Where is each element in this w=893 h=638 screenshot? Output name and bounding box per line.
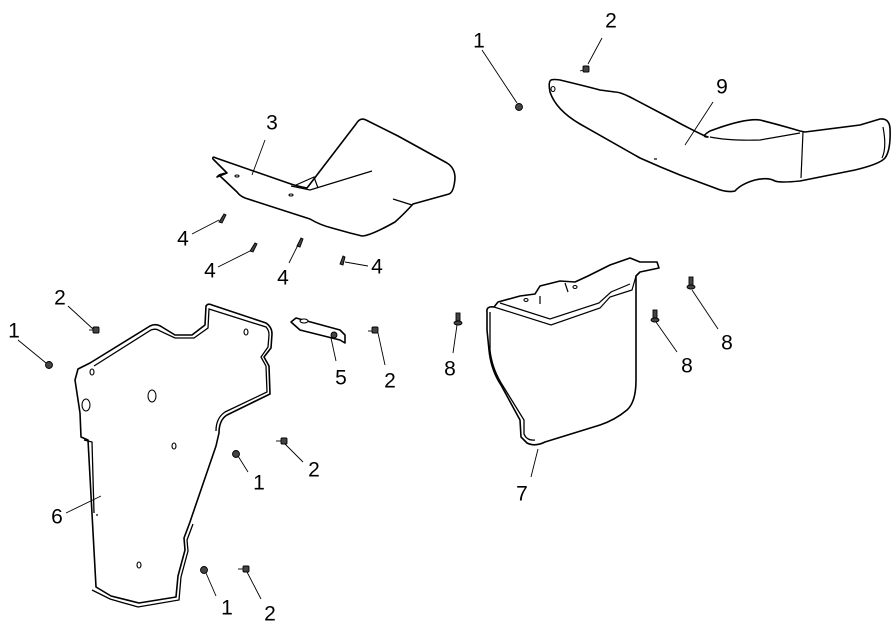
screw-icon xyxy=(453,312,463,326)
bolt-icon xyxy=(579,65,590,73)
callout-label: 1 xyxy=(253,471,265,495)
callout-label: 2 xyxy=(605,9,617,33)
fasteners xyxy=(45,65,696,574)
callout-label: 2 xyxy=(308,458,320,482)
part-9-rear-fender-cover xyxy=(548,78,891,193)
callout-label: 4 xyxy=(177,227,189,251)
callout-label: 8 xyxy=(444,357,456,381)
callout-label: 4 xyxy=(277,266,289,290)
bolt-icon xyxy=(238,565,250,573)
part-7-mud-flap-guard xyxy=(486,257,660,446)
callout-label: 4 xyxy=(204,259,216,283)
nut-icon xyxy=(200,566,208,574)
part-3-upper-cover-panel xyxy=(212,118,456,237)
nut-icon xyxy=(515,103,523,111)
bolt-icon xyxy=(276,437,288,445)
screw-icon xyxy=(686,276,696,290)
part-5-mounting-bracket xyxy=(290,317,346,344)
rivet-icon xyxy=(218,213,227,224)
rivet-icon xyxy=(249,242,258,253)
callout-label: 4 xyxy=(371,255,383,279)
rivet-icon xyxy=(339,255,346,266)
screw-icon xyxy=(650,309,660,323)
nut-icon xyxy=(232,450,240,458)
callout-label: 2 xyxy=(264,602,276,626)
callout-label: 1 xyxy=(221,596,233,620)
nut-icon xyxy=(45,361,53,369)
callout-label: 9 xyxy=(716,75,728,99)
bolt-icon xyxy=(89,326,100,334)
part-6-side-panel xyxy=(74,303,273,608)
rivet-icon xyxy=(296,237,304,248)
callout-label: 8 xyxy=(681,354,693,378)
callout-label: 8 xyxy=(721,331,733,355)
callout-label: 3 xyxy=(266,111,278,135)
callout-label: 2 xyxy=(384,369,396,393)
callout-label: 1 xyxy=(8,319,20,343)
callout-label: 6 xyxy=(51,505,63,529)
callout-label: 5 xyxy=(335,366,347,390)
callout-label: 2 xyxy=(54,286,66,310)
leader-lines xyxy=(17,37,719,600)
callout-label: 7 xyxy=(516,482,528,506)
bolt-icon xyxy=(368,326,379,334)
callout-label: 1 xyxy=(473,29,485,53)
